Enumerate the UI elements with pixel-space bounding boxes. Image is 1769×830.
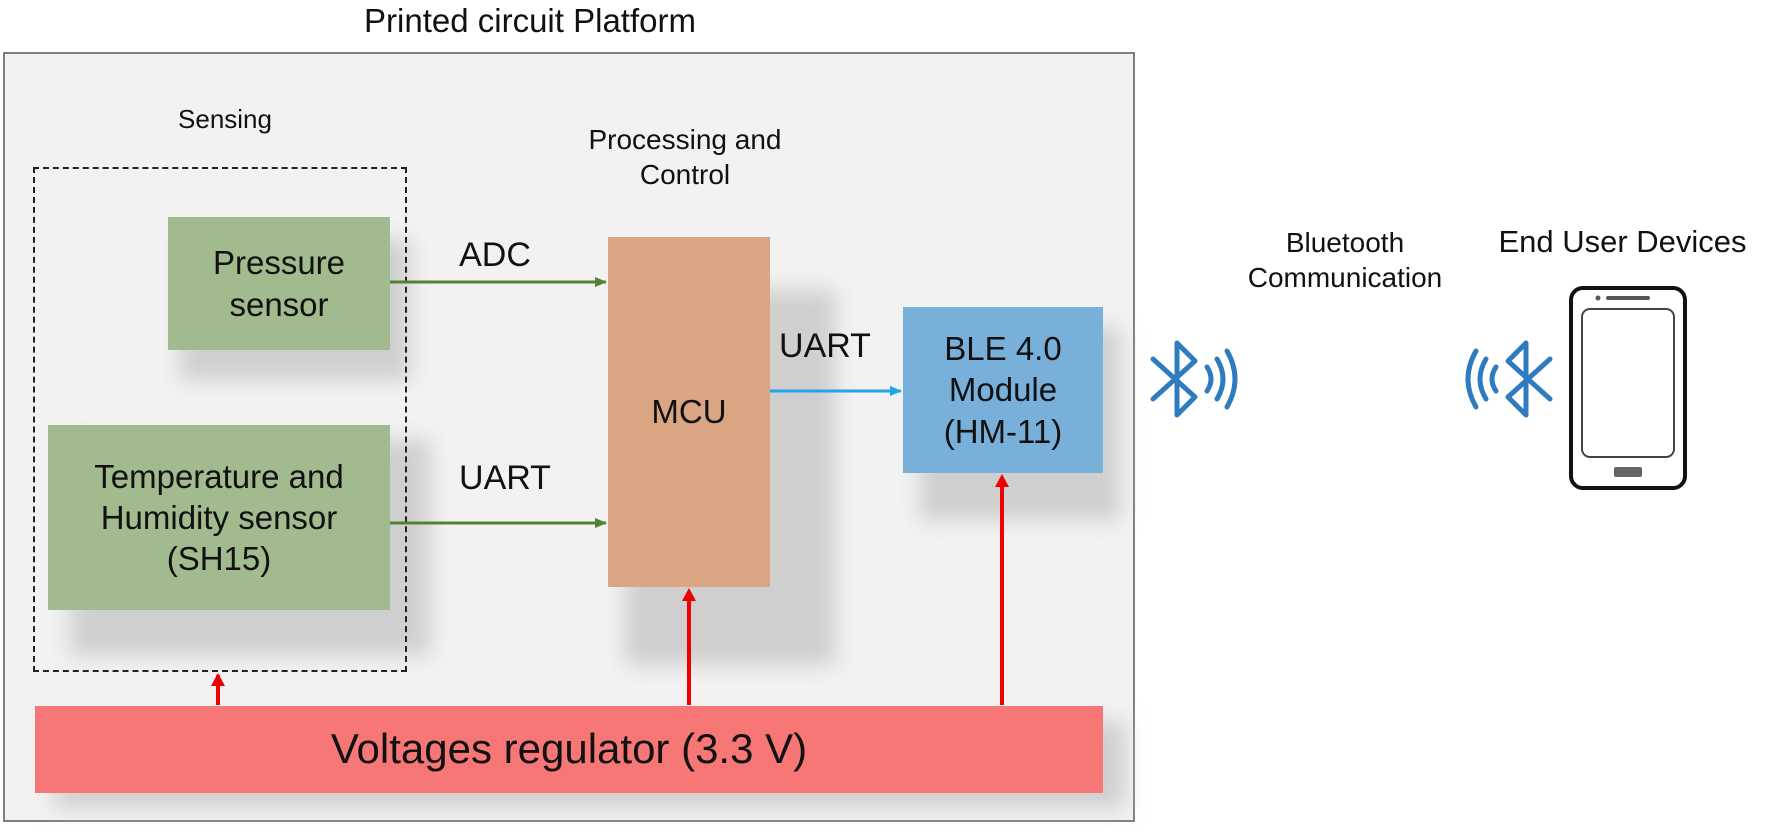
sensing-group-border	[33, 167, 407, 672]
voltage-regulator-block: Voltages regulator (3.3 V)	[35, 706, 1103, 793]
bluetooth-label-line: Communication	[1247, 262, 1443, 293]
bluetooth-label-line: Bluetooth	[1285, 227, 1405, 258]
sensing-label: Sensing	[178, 104, 272, 134]
bluetooth-signal-icon	[1465, 340, 1553, 418]
temperature-sensor-label-line: (SH15)	[166, 540, 272, 578]
end-user-devices-label: End User Devices	[1498, 224, 1747, 259]
power-arrowhead-mcu	[682, 588, 696, 601]
voltage-regulator-label: Voltages regulator (3.3 V)	[330, 725, 808, 773]
ble-module-label-line: (HM-11)	[943, 412, 1063, 450]
processing-label-line: Control	[639, 159, 731, 190]
processing-control-label: Processing and Control	[560, 122, 810, 192]
temperature-sensor-label-line: Humidity sensor	[100, 498, 338, 536]
temperature-humidity-sensor-block: Temperature and Humidity sensor (SH15)	[48, 425, 390, 610]
diagram-title: Printed circuit Platform	[364, 2, 696, 39]
mcu-label: MCU	[651, 393, 727, 431]
bluetooth-communication-label: Bluetooth Communication	[1220, 225, 1470, 295]
power-arrowhead-ble	[995, 474, 1009, 487]
uart-ble-connection-label: UART	[779, 327, 871, 365]
bluetooth-signal-icon	[1150, 340, 1238, 418]
adc-connection-label: ADC	[459, 236, 531, 274]
temperature-sensor-label-line: Temperature and	[94, 457, 344, 495]
smartphone-icon	[1569, 286, 1687, 490]
ble-module-label-line: BLE 4.0	[944, 330, 1062, 368]
ble-module-label-line: Module	[948, 371, 1058, 409]
pressure-sensor-block: Pressure sensor	[168, 217, 390, 350]
power-arrowhead-sensing	[211, 673, 225, 686]
uart-temperature-connection-label: UART	[459, 459, 551, 497]
pressure-sensor-label-line: Pressure	[212, 244, 346, 282]
mcu-block: MCU	[608, 237, 770, 587]
ble-module-block: BLE 4.0 Module (HM-11)	[903, 307, 1103, 473]
processing-label-line: Processing and	[588, 124, 782, 155]
pressure-sensor-label-line: sensor	[229, 285, 329, 323]
